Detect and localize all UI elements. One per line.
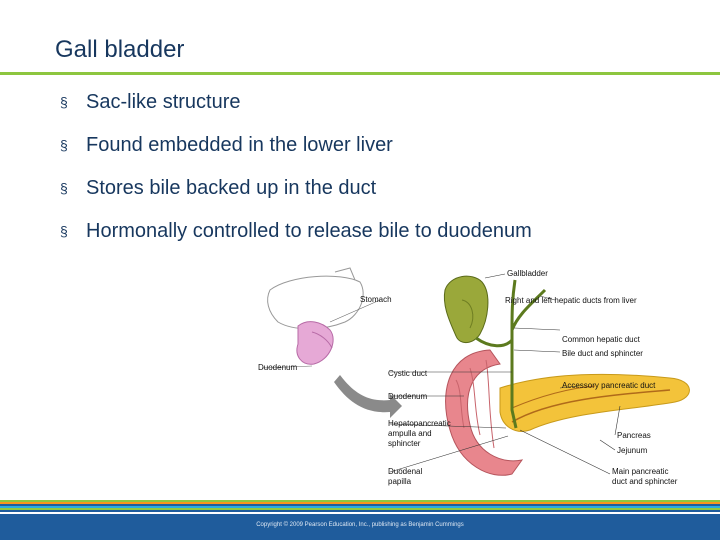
label-jejunum: Jejunum <box>617 446 648 455</box>
accessory-duct <box>511 385 596 409</box>
inset-liver-diagram <box>261 267 381 369</box>
stripe <box>0 510 720 512</box>
label-pancreas: Pancreas <box>617 431 651 440</box>
bullet-text: Sac-like structure <box>86 91 241 113</box>
bile-ducts <box>475 279 547 429</box>
label-duodenum: Duodenum <box>388 392 427 401</box>
label-cystic-duct: Cystic duct <box>388 369 428 378</box>
slide-title: Gall bladder <box>55 36 185 63</box>
stripe <box>0 502 720 504</box>
label-hepatopancreatic: Hepatopancreatic <box>388 419 451 428</box>
duodenum-shape <box>445 349 524 476</box>
label-main-duct: Main pancreatic <box>612 467 668 476</box>
bullet-item: § Hormonally controlled to release bile t… <box>60 219 580 243</box>
label-common-hepatic: Common hepatic duct <box>562 335 641 344</box>
inset-arrow <box>334 375 402 418</box>
stripe <box>0 506 720 508</box>
label-accessory-duct: Accessory pancreatic duct <box>562 381 656 390</box>
bullet-item: § Sac-like structure <box>60 90 580 114</box>
title-rule <box>0 72 720 75</box>
stripe <box>0 500 720 502</box>
bullet-marker: § <box>60 94 68 110</box>
stripe <box>0 504 720 506</box>
gallbladder-anatomy-figure: Gallbladder Right and left hepatic ducts… <box>258 267 690 486</box>
label-stomach: Stomach <box>360 295 392 304</box>
label-duodenal-papilla-2: papilla <box>388 477 412 486</box>
label-gallbladder: Gallbladder <box>507 269 548 278</box>
footer-stripes <box>0 500 720 514</box>
gallbladder-shape <box>443 275 489 343</box>
label-hepatic-ducts: Right and left hepatic ducts from liver <box>505 296 637 305</box>
footer-bar: Copyright © 2009 Pearson Education, Inc.… <box>0 514 720 540</box>
label-main-duct-2: duct and sphincter <box>612 477 678 486</box>
label-hepatopancreatic-3: sphincter <box>388 439 421 448</box>
stripe <box>0 508 720 510</box>
stripe <box>0 512 720 514</box>
label-bile-duct: Bile duct and sphincter <box>562 349 643 358</box>
bullet-text: Found embedded in the lower liver <box>86 134 393 156</box>
bullet-marker: § <box>60 223 68 239</box>
copyright-text: Copyright © 2009 Pearson Education, Inc.… <box>256 522 464 528</box>
bullet-item: § Found embedded in the lower liver <box>60 133 580 157</box>
label-hepatopancreatic-2: ampulla and <box>388 429 432 438</box>
bullet-list: § Sac-like structure § Found embedded in t… <box>60 90 580 262</box>
bullet-text: Stores bile backed up in the duct <box>86 177 377 199</box>
label-duodenal-papilla: Duodenal <box>388 467 422 476</box>
label-duodenum-inset: Duodenum <box>258 363 297 372</box>
pancreatic-duct <box>511 389 671 423</box>
leader-lines <box>389 273 621 475</box>
bullet-marker: § <box>60 180 68 196</box>
bullet-marker: § <box>60 137 68 153</box>
bullet-text: Hormonally controlled to release bile to… <box>86 220 532 242</box>
bullet-item: § Stores bile backed up in the duct <box>60 176 580 200</box>
